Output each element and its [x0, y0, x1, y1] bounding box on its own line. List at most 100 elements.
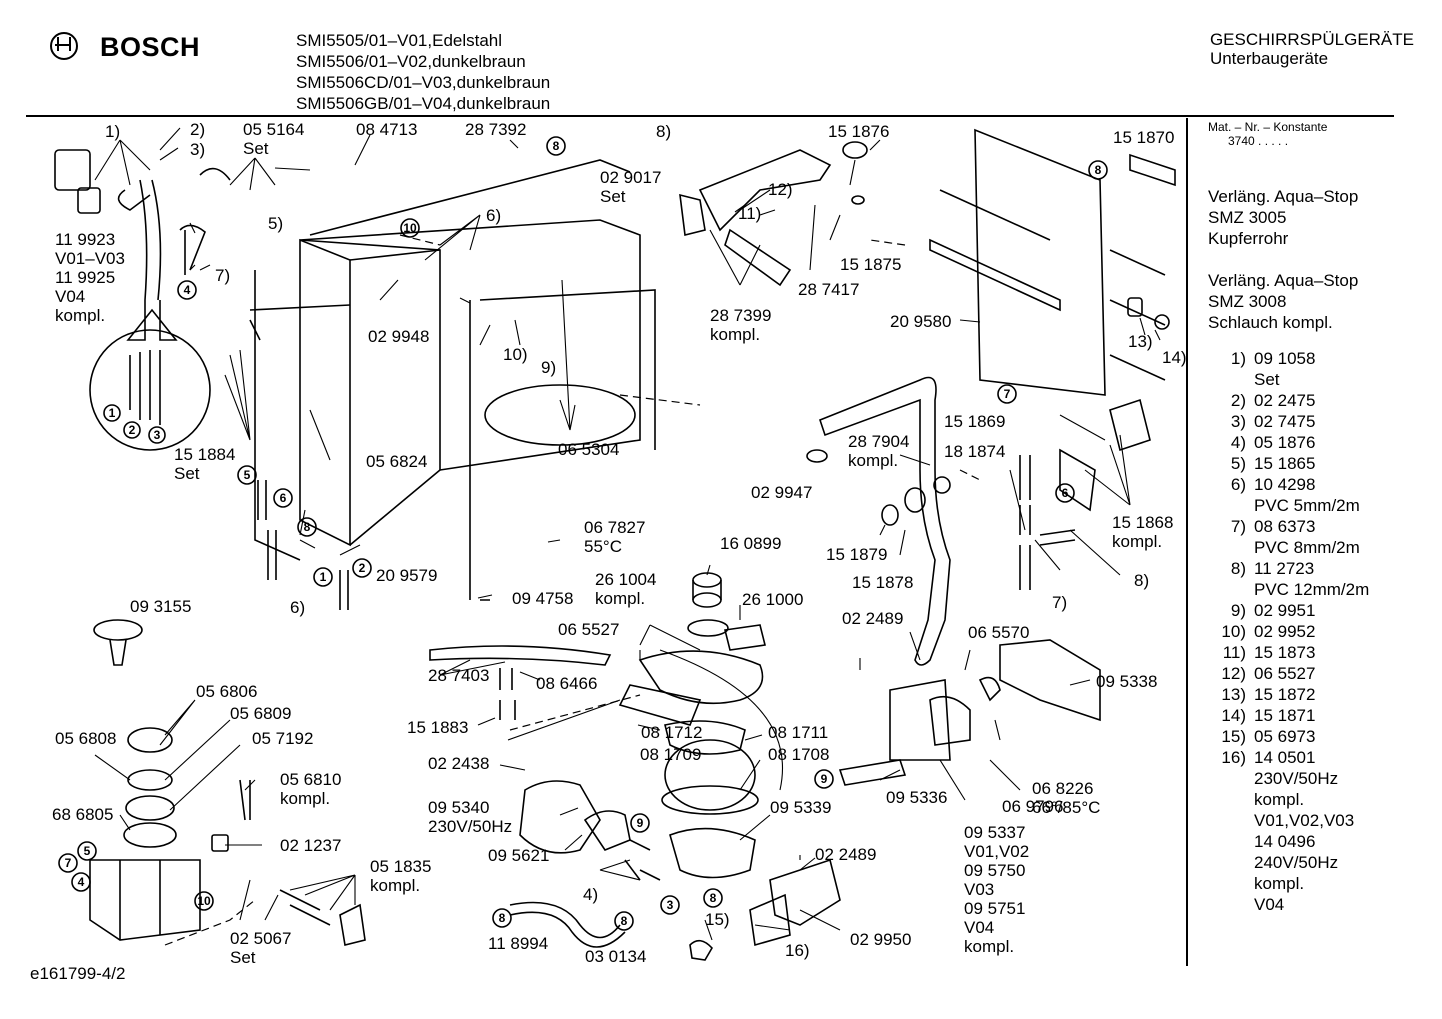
water-level-unit	[889, 639, 1101, 761]
part-callout: 08 1712	[641, 723, 702, 742]
part-callout: 08 4713	[356, 120, 417, 139]
parts-list-item: 15)05 6973	[1208, 726, 1369, 747]
callout-line: 15 1876	[828, 122, 890, 141]
callout-line: 06 5570	[968, 623, 1030, 642]
part-number-index	[1208, 789, 1254, 810]
part-callout: 28 7403	[428, 666, 489, 685]
callout-line: 09 5336	[886, 788, 948, 807]
svg-text:5: 5	[244, 468, 251, 482]
part-callout: 15 1870	[1113, 128, 1174, 147]
callout-line: 09 4758	[512, 589, 574, 608]
callout-line: 08 1709	[640, 745, 702, 764]
svg-text:5: 5	[84, 844, 91, 858]
header-divider	[26, 115, 1394, 117]
callout-line: 06 5527	[558, 620, 620, 639]
note-line: SMZ 3005	[1208, 208, 1287, 227]
part-code: 15 1865	[1254, 454, 1316, 473]
part-number-index: 14)	[1221, 706, 1246, 725]
callout-line: 6)	[290, 598, 306, 617]
model-line: SMI5505/01–V01,Edelstahl	[296, 31, 503, 50]
part-callout: 20 9580	[890, 312, 951, 331]
callout-line: 06 5304	[558, 440, 620, 459]
callout-line: 16 0899	[720, 534, 782, 553]
callout-line: 06 8226	[1032, 779, 1094, 798]
note-line: Kupferrohr	[1208, 229, 1289, 248]
callout-line: 6)	[486, 206, 502, 225]
part-callout: 02 9948	[368, 327, 429, 346]
material-value: 3740 . . . . .	[1228, 134, 1289, 148]
part-number-index	[1208, 831, 1254, 852]
svg-text:9: 9	[821, 772, 828, 786]
category-subtitle: Unterbaugeräte	[1209, 49, 1329, 68]
part-code: V04	[1254, 895, 1285, 914]
part-callout: 6)	[290, 598, 305, 617]
callout-line: kompl.	[55, 306, 106, 325]
callout-line: 55°C	[584, 537, 622, 556]
part-callout: 08 1708	[768, 745, 829, 764]
drawing-reference: e161799-4/2	[30, 964, 126, 983]
part-callout: 68 6805	[52, 805, 113, 824]
parts-list-item: Set	[1208, 369, 1369, 390]
callout-line: 16)	[785, 941, 810, 960]
svg-text:10: 10	[197, 894, 211, 908]
part-code: 15 1873	[1254, 643, 1316, 662]
part-code: 06 5527	[1254, 664, 1316, 683]
callout-line: 09 5621	[488, 846, 550, 865]
callout-line: 28 7403	[428, 666, 490, 685]
callout-line: 28 7399	[710, 306, 772, 325]
note-copper: Verläng. Aqua–Stop SMZ 3005 Kupferrohr	[1208, 186, 1358, 249]
part-callout: 03 0134	[585, 947, 646, 966]
callout-line: 08 4713	[356, 120, 418, 139]
callout-line: kompl.	[370, 876, 421, 895]
callout-line: 08 6466	[536, 674, 598, 693]
part-callout: 7)	[1052, 593, 1067, 612]
part-callout: 8)	[1134, 571, 1149, 590]
note-line: Schlauch kompl.	[1208, 313, 1333, 332]
part-callout: 28 7417	[798, 280, 859, 299]
callout-line: 15 1883	[407, 718, 469, 737]
part-code: 02 2475	[1254, 391, 1316, 410]
part-callout: 02 2489	[842, 609, 903, 628]
parts-list-item: PVC 8mm/2m	[1208, 537, 1369, 558]
part-callout: 08 6466	[536, 674, 597, 693]
part-number-index	[1208, 495, 1254, 516]
part-callout: 7)	[215, 266, 230, 285]
part-callout: 09 3155	[130, 597, 191, 616]
svg-text:2: 2	[359, 561, 366, 575]
leader-lines	[94, 127, 1161, 941]
parts-list-item: 6)10 4298	[1208, 474, 1369, 495]
parts-list-item: PVC 5mm/2m	[1208, 495, 1369, 516]
callout-line: 13)	[1128, 332, 1153, 351]
callout-line: 12)	[768, 180, 793, 199]
part-number-index: 3)	[1230, 412, 1246, 431]
callout-line: 8)	[656, 122, 672, 141]
callout-line: 02 9017	[600, 168, 662, 187]
part-number-index: 2)	[1230, 391, 1246, 410]
callout-line: 7)	[215, 266, 231, 285]
model-line: SMI5506CD/01–V03,dunkelbraun	[296, 73, 551, 92]
svg-text:7: 7	[1004, 387, 1011, 401]
callout-line: 05 5164	[243, 120, 305, 139]
part-code: PVC 12mm/2m	[1254, 580, 1370, 599]
part-code: 05 1876	[1254, 433, 1316, 452]
callout-line: 20 9579	[376, 566, 438, 585]
callout-line: 2)	[190, 120, 206, 139]
callout-line: 09 5750	[964, 861, 1026, 880]
parts-list-item: 3)02 7475	[1208, 411, 1369, 432]
sidebar-divider	[1186, 118, 1188, 966]
part-code: 15 1872	[1254, 685, 1316, 704]
circle-markers	[58, 136, 1108, 931]
part-number-index: 16)	[1221, 748, 1246, 767]
parts-list-item: 14 0496	[1208, 831, 1369, 852]
part-callout: 09 5336	[886, 788, 947, 807]
callout-line: 08 1708	[768, 745, 830, 764]
note-line: SMZ 3008	[1208, 292, 1287, 311]
part-code: 02 9952	[1254, 622, 1316, 641]
part-callout: 20 9579	[376, 566, 437, 585]
svg-text:10: 10	[403, 221, 417, 235]
part-callout: 15)	[705, 910, 730, 929]
